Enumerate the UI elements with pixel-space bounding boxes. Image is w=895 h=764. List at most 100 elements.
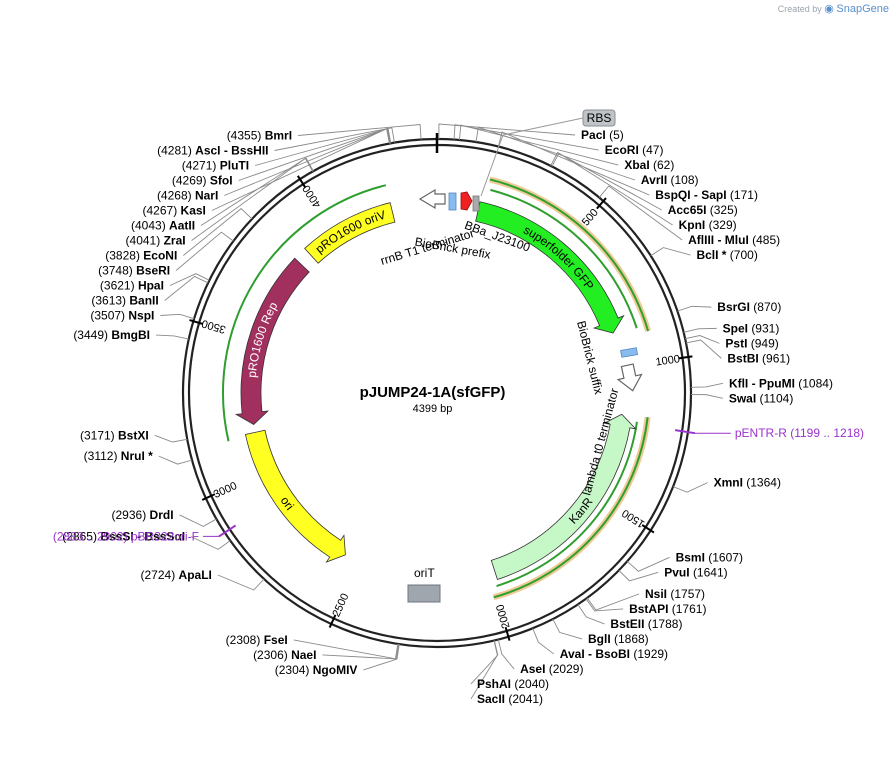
primer-mark bbox=[218, 524, 237, 538]
enzyme-bsssi-bsss-i: (2865) BssSI - BssSαI bbox=[62, 530, 185, 544]
enzyme-leader bbox=[175, 231, 234, 271]
feature-ori bbox=[244, 429, 346, 563]
enzyme-leader bbox=[211, 128, 390, 211]
enzyme-leader bbox=[685, 339, 722, 359]
enzyme-bspqi-sapi: BspQI - SapI (171) bbox=[655, 188, 758, 202]
enzyme-leader bbox=[683, 327, 717, 333]
enzyme-leader bbox=[179, 514, 217, 527]
enzyme-sfoi: (4269) SfoI bbox=[172, 174, 233, 188]
enzyme-leader bbox=[217, 574, 265, 591]
enzyme-leader bbox=[298, 124, 422, 140]
primer-mark bbox=[674, 429, 696, 435]
enzyme-leader bbox=[190, 536, 231, 550]
enzyme-paci: PacI (5) bbox=[581, 128, 624, 142]
enzyme-naei: (2306) NaeI bbox=[253, 648, 316, 662]
enzyme-leader bbox=[677, 305, 712, 312]
enzyme-leader bbox=[169, 273, 210, 286]
scale-tick bbox=[641, 524, 655, 534]
enzyme-leader bbox=[585, 598, 624, 612]
plasmid-name: pJUMP24-1A(sfGFP) bbox=[359, 384, 506, 401]
plasmid-size: 4399 bp bbox=[412, 403, 453, 415]
enzyme-leader bbox=[497, 131, 650, 196]
enzyme-pluti: (4271) PluTI bbox=[182, 159, 249, 173]
biobrick-suffix-box bbox=[620, 347, 639, 358]
credit-prefix: Created by bbox=[777, 4, 822, 14]
enzyme-leader bbox=[254, 127, 392, 166]
enzyme-kasi: (4267) KasI bbox=[143, 204, 206, 218]
enzyme-leader bbox=[586, 593, 640, 611]
rbs-box bbox=[472, 195, 480, 212]
scale-tick-label: 1500 bbox=[620, 507, 647, 530]
scale-tick-label: 3000 bbox=[212, 480, 239, 501]
enzyme-leader bbox=[690, 382, 724, 388]
feature-kanr bbox=[490, 413, 637, 580]
enzyme-ngomiv: (2304) NgoMIV bbox=[275, 663, 358, 677]
enzyme-kfli-ppumi: KflI - PpuMI (1084) bbox=[729, 376, 833, 390]
enzyme-drdi: (2936) DrdI bbox=[112, 508, 174, 522]
orf-arc bbox=[496, 421, 638, 587]
enzyme-nrui: (3112) NruI * bbox=[84, 449, 153, 463]
enzyme-leader bbox=[164, 275, 209, 301]
rbs-tag-label: RBS bbox=[587, 111, 612, 125]
enzyme-leader bbox=[160, 313, 195, 320]
enzyme-bstbi: BstBI (961) bbox=[727, 351, 790, 365]
scale-tick-label: 3500 bbox=[200, 317, 227, 335]
enzyme-asei: AseI (2029) bbox=[520, 662, 583, 676]
enzyme-psti: PstI (949) bbox=[725, 336, 778, 350]
enzyme-xbai: XbaI (62) bbox=[624, 158, 674, 172]
enzyme-bsrgi: BsrGI (870) bbox=[717, 300, 781, 314]
enzyme-zrai: (4041) ZraI bbox=[126, 234, 186, 248]
enzyme-swai: SwaI (1104) bbox=[729, 391, 793, 405]
credit-brand: SnapGene bbox=[836, 3, 889, 15]
orit-label: oriT bbox=[414, 566, 435, 580]
enzyme-ecori: EcoRI (47) bbox=[605, 143, 664, 157]
enzyme-leader bbox=[626, 556, 670, 572]
enzyme-fsei: (2308) FseI bbox=[226, 633, 288, 647]
orit-box bbox=[407, 584, 441, 603]
scale-tick-label: 1000 bbox=[655, 353, 681, 368]
enzyme-leader bbox=[475, 126, 636, 181]
enzyme-leader bbox=[470, 640, 498, 700]
plasmid-title-block: pJUMP24-1A(sfGFP) 4399 bp bbox=[0, 384, 895, 415]
enzyme-sacii: SacII (2041) bbox=[477, 692, 543, 706]
enzyme-apali: (2724) ApaLI bbox=[141, 568, 212, 582]
feature-superfolder-gfp bbox=[475, 201, 625, 334]
orf-arc bbox=[489, 178, 650, 332]
enzyme-pshai: PshAI (2040) bbox=[477, 677, 549, 691]
enzyme-spei: SpeI (931) bbox=[723, 321, 780, 335]
enzyme-leader bbox=[459, 124, 619, 166]
enzyme-bstapi: BstAPI (1761) bbox=[629, 602, 706, 616]
enzyme-leader bbox=[598, 185, 683, 241]
scale-tick bbox=[504, 626, 511, 641]
enzyme-leader bbox=[156, 334, 189, 340]
rrnb-terminator-arrow bbox=[418, 188, 446, 210]
enzyme-leader bbox=[453, 124, 599, 151]
enzyme-bseri: (3748) BseRI bbox=[98, 264, 170, 278]
enzyme-avrii: AvrII (108) bbox=[641, 173, 699, 187]
enzyme-bmri: (4355) BmrI bbox=[227, 129, 292, 143]
enzyme-pvui: PvuI (1641) bbox=[664, 565, 727, 579]
enzyme-leader bbox=[363, 644, 400, 671]
enzyme-leader bbox=[618, 570, 659, 582]
enzyme-asci-bsshii: (4281) AscI - BssHII bbox=[157, 144, 268, 158]
enzyme-bsteii: BstEII (1788) bbox=[610, 617, 682, 631]
enzyme-leader bbox=[550, 151, 662, 211]
enzyme-econi: (3828) EcoNI bbox=[105, 249, 177, 263]
enzyme-leader bbox=[532, 628, 555, 655]
scale-tick bbox=[328, 614, 337, 629]
enzyme-nsii: NsiI (1757) bbox=[645, 587, 705, 601]
enzyme-leader bbox=[552, 618, 583, 640]
rbs-leader-2 bbox=[480, 134, 504, 197]
scale-tick-label: 2500 bbox=[330, 592, 351, 619]
enzyme-leader bbox=[650, 247, 691, 257]
enzyme-leader bbox=[685, 335, 720, 344]
enzyme-leader bbox=[183, 208, 253, 256]
feature-pro1600-oriv bbox=[304, 202, 396, 264]
enzyme-bstxi: (3171) BstXI bbox=[80, 428, 149, 442]
enzyme-leader bbox=[497, 639, 515, 670]
enzyme-avai-bsobi: AvaI - BsoBI (1929) bbox=[560, 647, 668, 661]
enzyme-leader bbox=[154, 434, 188, 443]
enzyme-hpai: (3621) HpaI bbox=[100, 279, 164, 293]
biobrick-prefix-box bbox=[448, 192, 457, 211]
